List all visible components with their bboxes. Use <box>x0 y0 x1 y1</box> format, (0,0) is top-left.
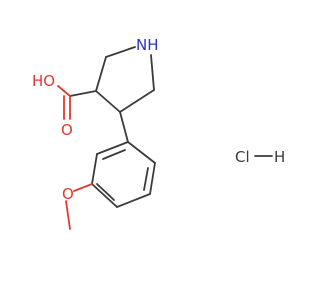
carboxylic-acid-group <box>57 85 97 120</box>
nh-label: NH <box>136 36 159 54</box>
chlorine-label: Cl <box>235 148 250 166</box>
hydrogen-label: H <box>274 148 285 166</box>
structure-canvas: NH HO O O Cl H <box>32 36 285 230</box>
molecule-diagram: NH HO O O Cl H <box>32 36 285 230</box>
bond-c4-aryl <box>119 111 129 143</box>
bond-c-oh <box>57 85 71 97</box>
pyrrolidine-ring <box>95 46 155 113</box>
bond-c2-n <box>105 46 136 58</box>
bond-ar4-ar5 <box>91 183 118 208</box>
hydroxyl-label: HO <box>32 72 55 90</box>
ether-oxygen-label: O <box>62 185 74 203</box>
carbonyl-oxygen-label: O <box>61 121 73 139</box>
bond-ar1-ar2 <box>127 141 156 164</box>
bond-c3-c2 <box>95 56 107 92</box>
bond-o-ch3 <box>65 200 71 230</box>
bond-ar6-ar1 <box>96 141 129 155</box>
hcl-salt: Cl H <box>235 148 285 166</box>
bond-inner-c <box>102 149 126 160</box>
bond-c4-c3 <box>95 90 121 113</box>
bond-ar5-o <box>73 183 93 192</box>
bond-inner-b <box>96 183 115 201</box>
bond-c5-c4 <box>119 89 155 113</box>
methoxy-group <box>65 183 93 230</box>
bond-ar5-ar6 <box>91 153 98 185</box>
bond-n-c5 <box>150 54 155 91</box>
bond-ar3-ar4 <box>116 193 151 208</box>
benzene-ring <box>91 141 156 208</box>
bond-c3-ccooh <box>69 90 97 97</box>
bond-inner-a <box>143 167 149 191</box>
bond-ar2-ar3 <box>149 162 156 195</box>
